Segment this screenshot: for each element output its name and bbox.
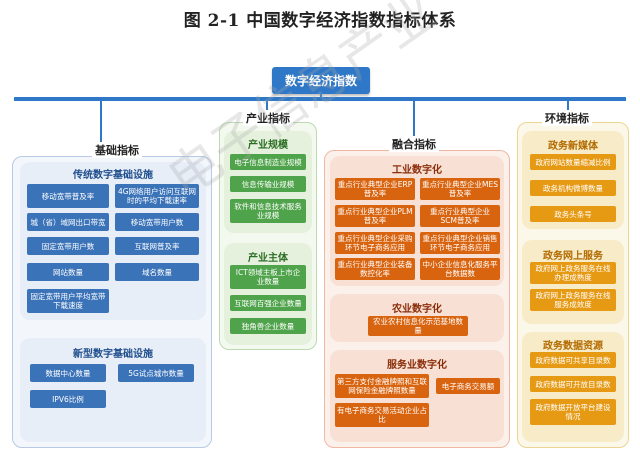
indicator-box: 农业农村信息化示范基地数量 [368, 316, 468, 336]
indicator-box: 第三方支付金融牌照和互联网保险金融牌照数量 [335, 374, 429, 398]
indicator-box: 中小企业信息化服务平台数据数 [420, 258, 500, 280]
indicator-box: 政府数据可开放目录数 [530, 376, 616, 392]
indicator-box: 重点行业典型企业采购环节电子商务应用 [335, 232, 415, 254]
scale-title: 产业规模 [248, 140, 288, 151]
indicator-box: 移动宽带普及率 [27, 184, 109, 208]
indicator-box: 重点行业典型企业销售环节电子商务应用 [420, 232, 500, 254]
indicator-box: 电子信息制造业规模 [230, 154, 306, 170]
main-connector-line [14, 97, 626, 101]
data-resource-title: 政务数据资源 [543, 341, 603, 352]
indicator-box: IPV6比例 [30, 390, 106, 408]
indicator-box: 软件和信息技术服务业规模 [230, 199, 306, 223]
indicator-box: 城（省）域网出口带宽 [27, 213, 109, 231]
indicator-box: 重点行业典型企业SCM普及率 [420, 205, 500, 227]
indicator-box: 互联网百强企业数量 [230, 295, 306, 311]
service-title: 服务业数字化 [387, 360, 447, 371]
indicator-box: 独角兽企业数量 [230, 318, 306, 334]
indicator-box: 政务机构微博数量 [530, 180, 616, 196]
indicator-box: 信息传输业规模 [230, 176, 306, 192]
basic-label: 基础指标 [92, 142, 142, 158]
indicator-box: 重点行业典型企业PLM普及率 [335, 205, 415, 227]
indicator-box: 固定宽带用户数 [27, 237, 109, 255]
indicator-box: 政府网上政务服务在线服务成效度 [530, 289, 616, 311]
environment-label: 环境指标 [542, 110, 592, 126]
indicator-box: 政府数据可共享目录数 [530, 352, 616, 368]
figure-title: 图 2-1 中国数字经济指数指标体系 [183, 11, 457, 31]
indicator-box: 电子商务交易额 [436, 378, 500, 394]
indicator-box: 政府网站数量缩减比例 [530, 154, 616, 170]
indicator-box: 5G试点城市数量 [118, 364, 194, 382]
root-node: 数字经济指数 [272, 67, 370, 94]
online-title: 政务网上服务 [543, 251, 603, 262]
media-title: 政务新媒体 [548, 141, 598, 152]
indicator-box: 4G网络用户访问互联网时的平均下载速率 [115, 184, 199, 208]
industry-label: 产业指标 [243, 110, 293, 126]
indicator-box: 政府数据开放平台建设情况 [530, 399, 616, 425]
indicator-box: 政府网上政务服务在线办理成熟度 [530, 262, 616, 284]
traditional-title: 传统数字基础设施 [73, 170, 153, 181]
indicator-box: 固定宽带用户平均宽带下载速度 [27, 289, 109, 313]
indicator-box: 数据中心数量 [30, 364, 106, 382]
entity-title: 产业主体 [248, 253, 288, 264]
indicator-box: 网站数量 [27, 263, 109, 281]
indicator-box: 重点行业典型企业装备数控化率 [335, 258, 415, 280]
indicator-box: 重点行业典型企业ERP普及率 [335, 178, 415, 200]
industrial-title: 工业数字化 [392, 165, 442, 176]
root-connector [320, 94, 322, 98]
indicator-box: 重点行业典型企业MES普及率 [420, 178, 500, 200]
fusion-connector [413, 101, 415, 147]
basic-connector [100, 101, 102, 149]
indicator-box: 互联网普及率 [115, 237, 199, 255]
indicator-box: 政务头条号 [530, 206, 616, 222]
indicator-box: 域名数量 [115, 263, 199, 281]
indicator-box: 移动宽带用户数 [115, 213, 199, 231]
indicator-box: ICT领域主板上市企业数量 [230, 265, 306, 289]
new-infra-title: 新型数字基础设施 [73, 349, 153, 360]
agriculture-title: 农业数字化 [392, 304, 442, 315]
fusion-label: 融合指标 [389, 136, 439, 152]
indicator-box: 有电子商务交易活动企业占比 [335, 403, 429, 427]
